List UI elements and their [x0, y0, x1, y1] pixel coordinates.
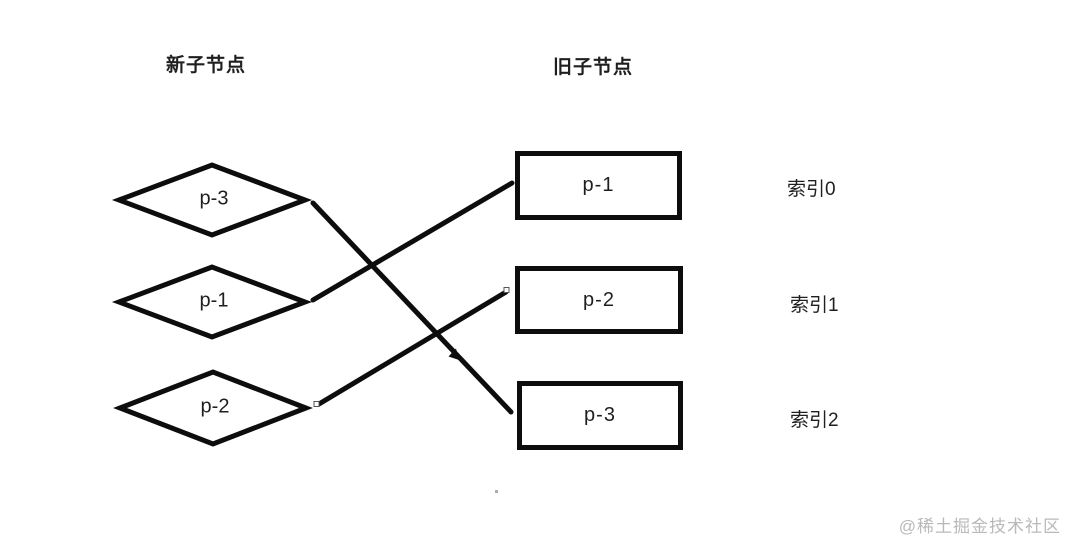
old-node-label-p2: p-2 — [583, 288, 615, 311]
index-label-2: 索引2 — [790, 410, 839, 431]
stray-dot — [495, 490, 498, 493]
new-node-label-p3: p-3 — [199, 187, 229, 210]
connector-p3 — [310, 200, 514, 415]
old-node-box-p2: p-2 — [515, 266, 683, 334]
old-node-box-p1: p-1 — [515, 151, 682, 220]
connector-p2-endpoint-handle — [313, 401, 320, 407]
connector-p3-arrowhead-icon — [448, 348, 459, 360]
new-node-label-p2: p-2 — [200, 395, 230, 418]
connector-p2-endpoint-handle — [503, 287, 510, 293]
index-label-1: 索引1 — [790, 295, 839, 316]
new-node-diamond-p2 — [113, 369, 313, 447]
old-node-label-p3: p-3 — [584, 404, 616, 426]
new-children-header: 新子节点 — [166, 55, 247, 76]
new-node-diamond-p3 — [111, 162, 313, 238]
new-node-diamond-p1 — [111, 264, 313, 340]
connector-p2 — [316, 289, 509, 407]
old-children-header: 旧子节点 — [553, 57, 634, 78]
new-node-label-p1: p-1 — [199, 289, 229, 312]
old-node-box-p3: p-3 — [517, 381, 683, 450]
old-node-label-p1: p-1 — [582, 174, 615, 196]
connector-p1 — [310, 180, 515, 303]
index-label-0: 索引0 — [787, 179, 836, 200]
watermark: @稀土掘金技术社区 — [898, 517, 1061, 536]
